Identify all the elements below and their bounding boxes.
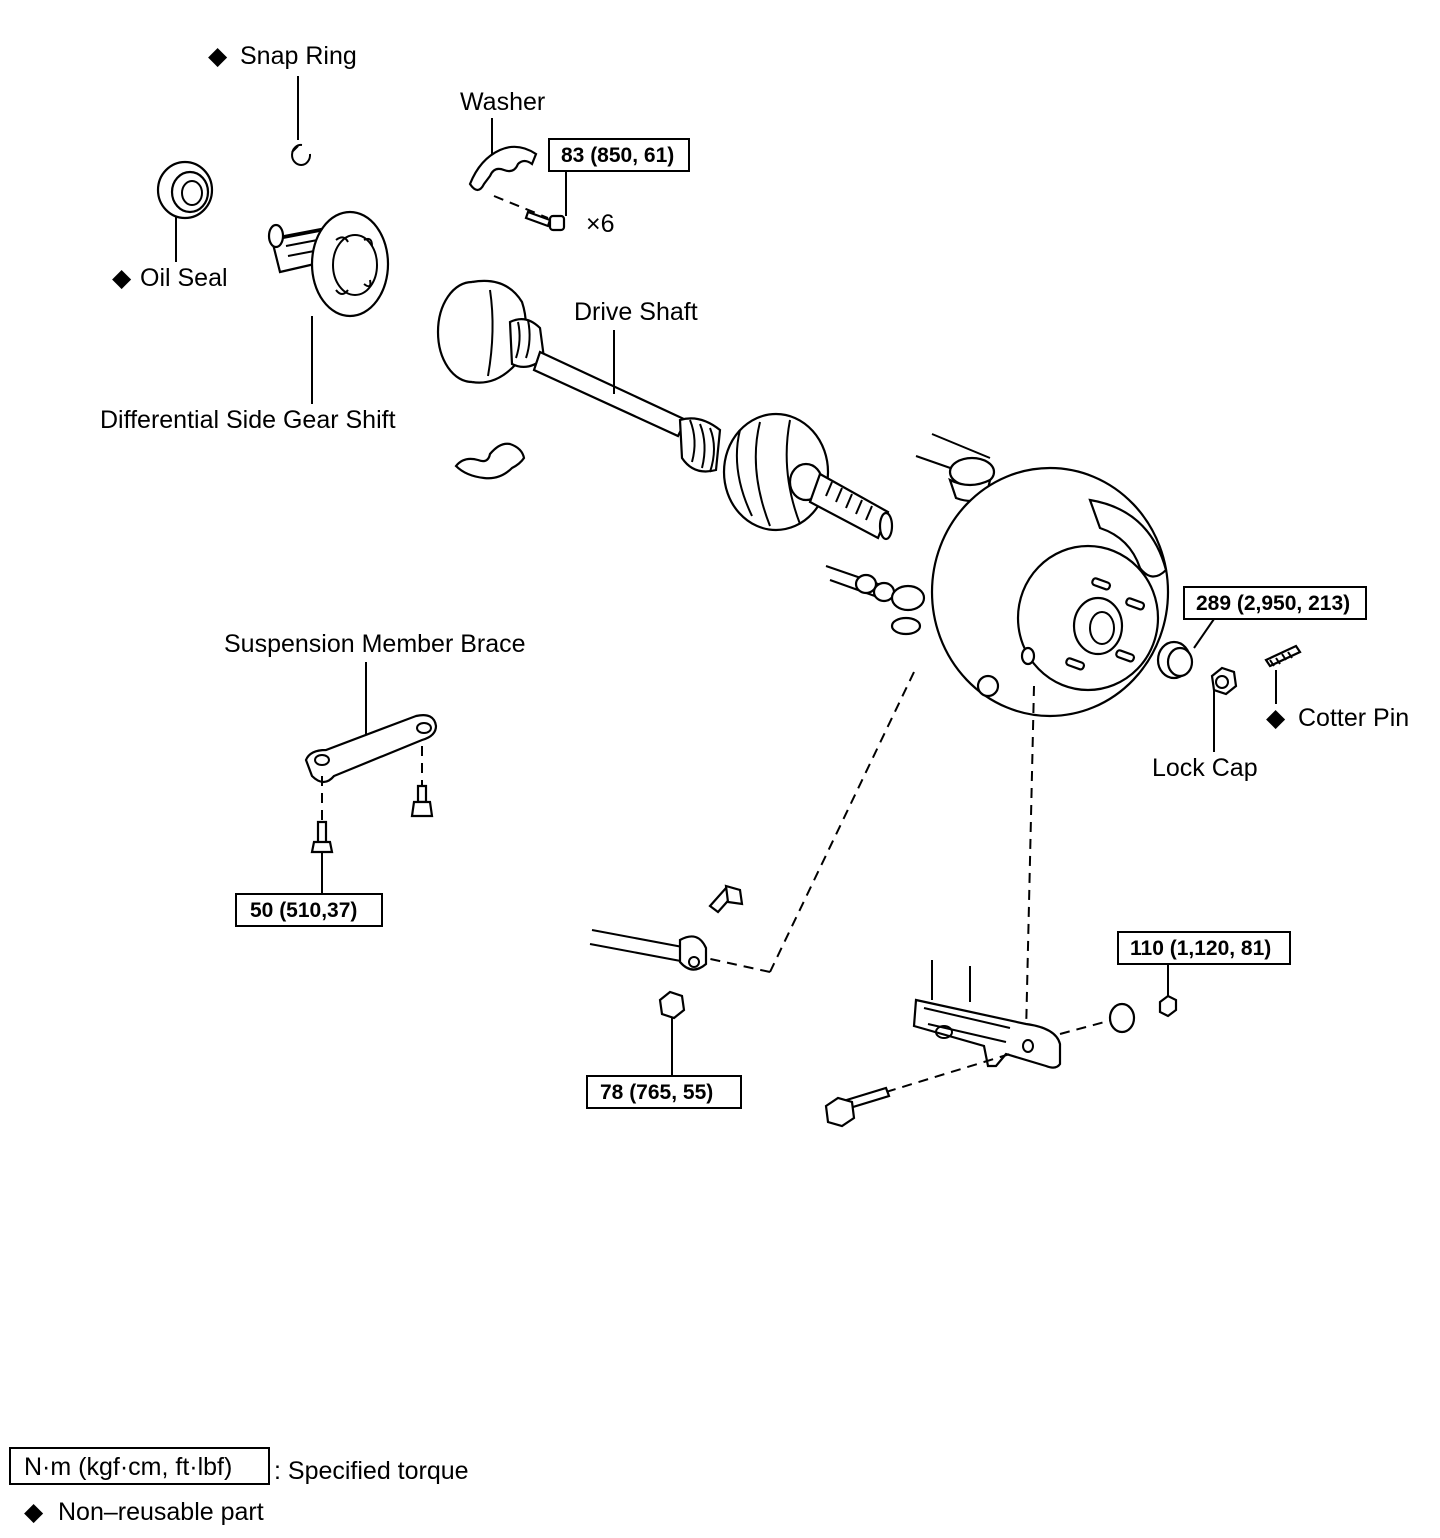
differential-side-gear-shaft-callout: Differential Side Gear Shift	[100, 316, 396, 434]
snap-ring-part	[291, 143, 312, 166]
suspension-member-brace-callout: Suspension Member Brace	[224, 630, 526, 738]
cotter-pin-part	[1264, 644, 1302, 668]
drive-shaft-label: Drive Shaft	[574, 298, 698, 326]
non-reusable-marker: ◆	[1266, 704, 1286, 732]
lock-cap-part	[1210, 666, 1238, 696]
brace-bolt	[410, 784, 434, 818]
drive-shaft-part	[436, 279, 894, 541]
lock-cap-label: Lock Cap	[1152, 754, 1258, 782]
hub-nut-part	[1156, 640, 1194, 680]
washer-part	[454, 442, 526, 480]
lower-arm-nut-torque: 110 (1,120, 81)	[1130, 937, 1271, 960]
hub-nut-torque: 289 (2,950, 213)	[1196, 592, 1350, 615]
steering-knuckle-hub-part	[825, 433, 1170, 718]
link-nut-torque-callout: 78 (765, 55)	[586, 1018, 742, 1109]
cotter-pin-label: Cotter Pin	[1298, 704, 1409, 732]
suspension-member-brace-part	[304, 714, 438, 784]
lower-arm-nut-torque-callout: 110 (1,120, 81)	[1117, 931, 1291, 996]
drive-shaft-callout: Drive Shaft	[574, 298, 698, 394]
washer-label: Washer	[460, 88, 545, 116]
brace-bolt-torque-callout: 50 (510,37)	[235, 852, 383, 927]
differential-side-gear-shaft-label: Differential Side Gear Shift	[100, 406, 396, 434]
oil-seal-part	[156, 160, 214, 220]
suspension-member-brace-label: Suspension Member Brace	[224, 630, 526, 658]
hub-nut-torque-callout: 289 (2,950, 213)	[1183, 586, 1367, 649]
legend: N·m (kgf·cm, ft·lbf) : Specified torque …	[9, 1447, 469, 1526]
non-reusable-marker: ◆	[208, 42, 228, 70]
legend-torque-desc: : Specified torque	[274, 1457, 469, 1485]
brace-bolt-torque: 50 (510,37)	[250, 899, 357, 922]
bolt-quantity: ×6	[586, 210, 615, 238]
lower-arm-bolt	[824, 1086, 891, 1128]
oil-seal-label: Oil Seal	[140, 264, 228, 292]
snap-ring-callout: ◆ Snap Ring	[208, 42, 357, 140]
snap-ring-label: Snap Ring	[240, 42, 357, 70]
cotter-pin-callout: ◆ Cotter Pin	[1266, 670, 1409, 732]
lock-cap-callout: Lock Cap	[1152, 690, 1258, 782]
non-reusable-marker: ◆	[112, 264, 132, 292]
lower-arm-part	[912, 960, 1062, 1069]
stabilizer-link-part	[589, 884, 744, 971]
washer-bolt-torque-callout: 83 (850, 61) ×6	[548, 138, 690, 238]
washer-bolt-torque: 83 (850, 61)	[561, 144, 674, 167]
link-nut-part	[658, 990, 686, 1020]
oil-seal-callout: ◆ Oil Seal	[112, 216, 228, 292]
non-reusable-marker: ◆	[24, 1498, 44, 1526]
washer-bolt	[524, 210, 566, 232]
brace-bolt	[310, 820, 334, 854]
washer-part	[468, 145, 538, 192]
link-nut-torque: 78 (765, 55)	[600, 1081, 713, 1104]
legend-nonreusable-desc: Non–reusable part	[58, 1498, 264, 1526]
differential-side-gear-shaft-part	[267, 210, 390, 318]
legend-torque-unit: N·m (kgf·cm, ft·lbf)	[24, 1453, 232, 1481]
washer-callout: Washer	[460, 88, 545, 158]
lower-arm-nut-part	[1108, 994, 1178, 1034]
